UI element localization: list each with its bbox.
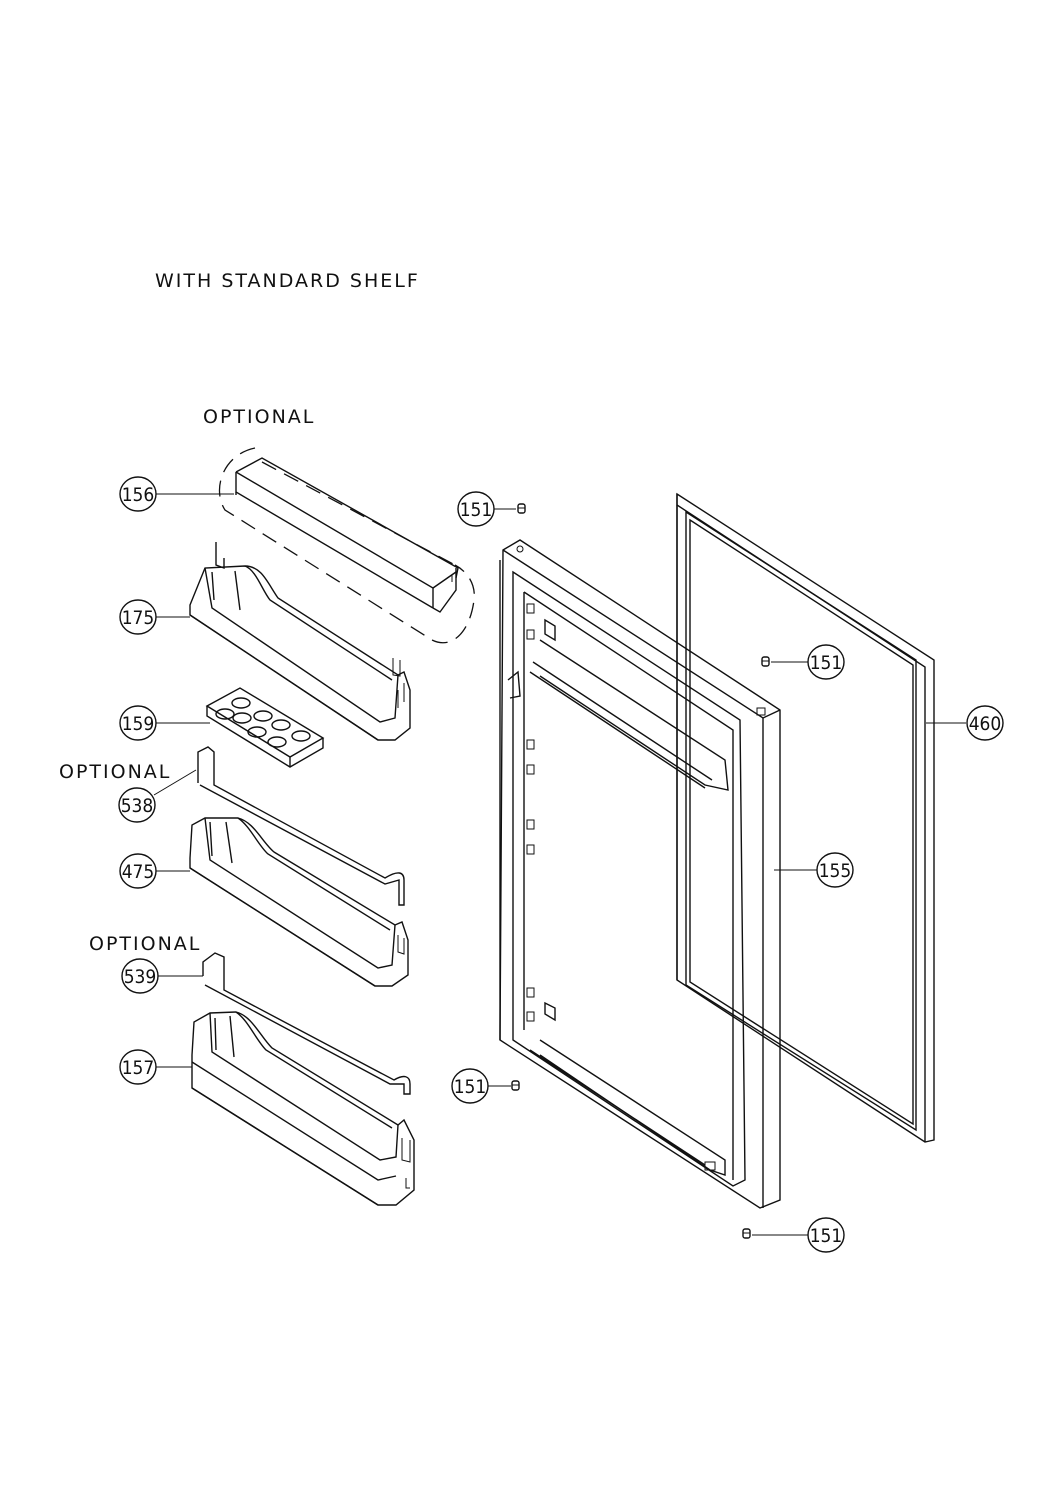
lid-shelf-156: [218, 447, 475, 644]
callout-156: 156: [119, 476, 157, 512]
svg-text:475: 475: [122, 861, 155, 883]
optional-label-lower: OPTIONAL: [89, 933, 201, 955]
callout-157: 157: [119, 1049, 157, 1085]
callout-475: 475: [119, 853, 157, 889]
callout-175: 175: [119, 599, 157, 635]
door-bin-175: [189, 542, 411, 741]
callout-151-right: 151: [807, 644, 845, 680]
callout-460: 460: [966, 705, 1004, 741]
svg-text:156: 156: [122, 484, 155, 506]
wire-rail-538: [197, 746, 405, 906]
screw-151-right: [761, 656, 770, 667]
svg-text:159: 159: [122, 713, 155, 735]
egg-tray-159: [205, 687, 325, 768]
svg-text:538: 538: [121, 795, 154, 817]
wire-rail-539: [202, 952, 411, 1095]
svg-text:151: 151: [454, 1076, 487, 1098]
door-gasket-460: [676, 492, 935, 1143]
screw-151-top: [517, 503, 526, 514]
callout-151-left-bottom: 151: [451, 1068, 489, 1104]
svg-text:460: 460: [969, 713, 1002, 735]
leader-lines: [153, 493, 966, 1236]
svg-text:175: 175: [122, 607, 155, 629]
door-bin-475: [189, 817, 409, 987]
svg-text:151: 151: [810, 652, 843, 674]
svg-text:539: 539: [124, 966, 157, 988]
callout-159: 159: [119, 705, 157, 741]
door-frame-155: [499, 539, 781, 1209]
screw-151-left-bottom: [511, 1080, 520, 1091]
screw-151-bottom: [742, 1228, 751, 1239]
diagram-title: WITH STANDARD SHELF: [155, 270, 420, 292]
callout-155: 155: [816, 852, 854, 888]
callout-151-bottom: 151: [807, 1217, 845, 1253]
svg-text:155: 155: [819, 860, 852, 882]
svg-text:151: 151: [460, 499, 493, 521]
callout-538: 538: [118, 787, 156, 823]
callout-151-top: 151: [457, 491, 495, 527]
callout-539: 539: [121, 958, 159, 994]
optional-label-middle: OPTIONAL: [59, 761, 171, 783]
optional-label-top: OPTIONAL: [203, 406, 315, 428]
svg-text:157: 157: [122, 1057, 155, 1079]
door-bin-157: [191, 1011, 415, 1206]
svg-text:151: 151: [810, 1225, 843, 1247]
